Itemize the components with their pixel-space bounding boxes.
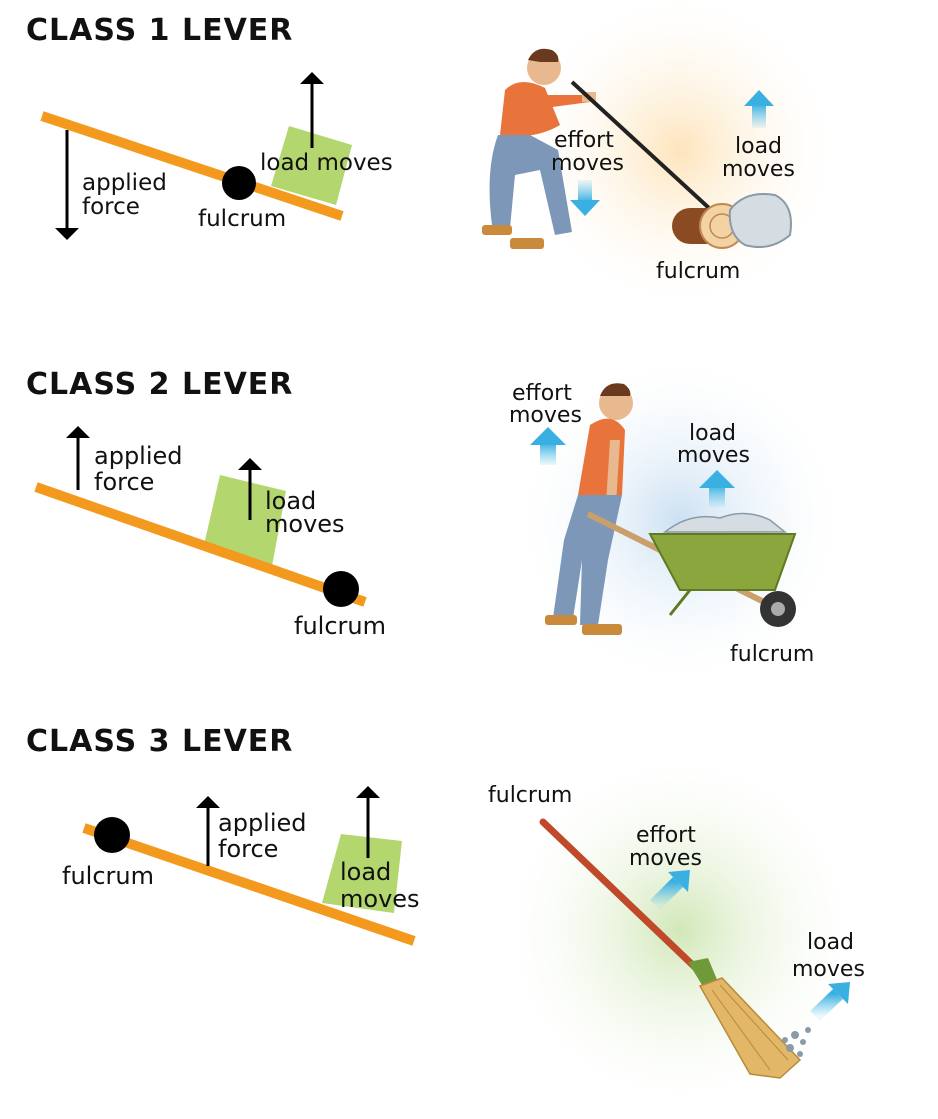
fulcrum-dot	[323, 571, 359, 607]
class2-diagram: applied force load moves fulcrum	[34, 426, 386, 640]
load-moves-arrow	[300, 72, 324, 148]
load-box	[322, 834, 402, 913]
applied-label-line2: force	[218, 835, 278, 863]
fulcrum-label: fulcrum	[62, 862, 154, 890]
applied-label-line2: force	[82, 194, 140, 220]
effort-blue-arrow	[570, 180, 600, 216]
load-blue-arrow	[699, 470, 735, 507]
applied-label-line1: applied	[82, 170, 167, 196]
applied-label-line1: applied	[218, 809, 307, 837]
class3-diagram: applied force load moves fulcrum	[62, 786, 420, 946]
class1-diagram: applied force fulcrum load moves	[40, 72, 393, 240]
load-moves-arrow	[238, 458, 262, 520]
applied-force-arrow	[196, 796, 220, 866]
fulcrum-dot	[222, 166, 256, 200]
applied-force-arrow	[55, 130, 79, 240]
effort-label-line1: effort	[512, 381, 572, 406]
load-box	[271, 126, 352, 205]
load-label-line2: moves	[677, 443, 750, 468]
effort-blue-arrow	[650, 870, 690, 910]
load-label-line2: moves	[722, 157, 795, 182]
class2-section: CLASS 2 LEVER applied force load moves f…	[26, 350, 850, 690]
fulcrum-label: fulcrum	[656, 259, 740, 284]
pry-bar	[570, 80, 724, 222]
lever-bar	[34, 482, 367, 607]
fulcrum-dot	[94, 817, 130, 853]
log	[672, 203, 745, 249]
load-label-line1: load	[807, 930, 854, 955]
effort-label-line2: moves	[509, 403, 582, 428]
applied-label-line2: force	[94, 468, 154, 496]
effort-label-line1: effort	[554, 128, 614, 153]
load-blue-arrow	[810, 982, 850, 1022]
class2-scene: effort moves load moves fulcrum	[509, 350, 850, 690]
effort-blue-arrow	[530, 427, 566, 465]
load-label-line2: moves	[265, 510, 345, 538]
class3-section: CLASS 3 LEVER applied force load moves f…	[26, 724, 865, 1115]
class3-scene: fulcrum effort moves load moves	[488, 745, 865, 1115]
load-box	[203, 475, 286, 566]
applied-label-line1: applied	[94, 442, 183, 470]
load-label-line2: moves	[340, 885, 420, 913]
load-moves-label: load moves	[260, 150, 393, 176]
lever-bar	[40, 111, 344, 221]
load-label-line1: load	[689, 421, 736, 446]
fulcrum-label: fulcrum	[730, 642, 814, 667]
fulcrum-label: fulcrum	[294, 612, 386, 640]
load-label-line1: load	[265, 487, 316, 515]
load-label-line2: moves	[792, 957, 865, 982]
load-label-line1: load	[735, 134, 782, 159]
lever-bar	[82, 823, 416, 946]
debris	[782, 1027, 811, 1057]
effort-label-line1: effort	[636, 823, 696, 848]
class2-title: CLASS 2 LEVER	[26, 367, 293, 402]
scene-glow	[495, 745, 865, 1115]
fulcrum-label: fulcrum	[198, 206, 286, 232]
fulcrum-label: fulcrum	[488, 783, 572, 808]
class3-title: CLASS 3 LEVER	[26, 724, 293, 759]
effort-label-line2: moves	[551, 151, 624, 176]
man-figure	[545, 383, 633, 635]
wheelbarrow	[586, 511, 797, 627]
load-label-line1: load	[340, 858, 391, 886]
class1-section: CLASS 1 LEVER applied force fulcrum load…	[26, 0, 845, 315]
effort-label-line2: moves	[629, 846, 702, 871]
load-blue-arrow	[744, 90, 774, 128]
class1-title: CLASS 1 LEVER	[26, 13, 293, 48]
rock	[728, 193, 792, 248]
broom	[539, 818, 802, 1079]
class1-scene: effort moves load moves fulcrum	[482, 0, 845, 315]
applied-force-arrow	[66, 426, 90, 490]
load-moves-arrow	[356, 786, 380, 858]
